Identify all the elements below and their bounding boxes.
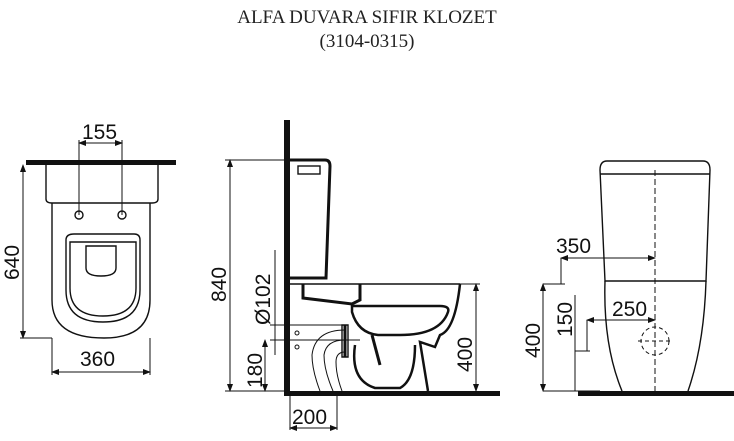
product-code: (3104-0315) — [319, 31, 415, 52]
dim-hole-spacing: 155 — [82, 121, 117, 144]
front-view — [540, 160, 734, 396]
top-view — [20, 140, 176, 375]
dim-height: 840 — [208, 267, 231, 302]
dim-drain-offset: 250 — [612, 298, 647, 321]
dim-depth: 640 — [1, 245, 24, 280]
side-view — [225, 120, 500, 431]
product-name: ALFA DUVARA SIFIR KLOZET — [237, 7, 497, 28]
floor — [284, 391, 500, 396]
dim-supply-offset: 350 — [556, 235, 591, 258]
dim-outlet-diameter: Ø102 — [252, 274, 275, 325]
drawing-title: ALFA DUVARA SIFIR KLOZET (3104-0315) — [0, 6, 734, 54]
dim-drain-height: 150 — [554, 302, 577, 337]
dim-outlet-distance: 200 — [292, 406, 327, 429]
dim-seat-height: 400 — [454, 337, 477, 372]
wall-line — [26, 160, 176, 165]
dim-supply-height: 400 — [522, 323, 545, 358]
dim-width: 360 — [80, 348, 115, 371]
floor — [578, 391, 734, 396]
wall — [284, 120, 290, 395]
dim-outlet-height: 180 — [244, 353, 267, 388]
